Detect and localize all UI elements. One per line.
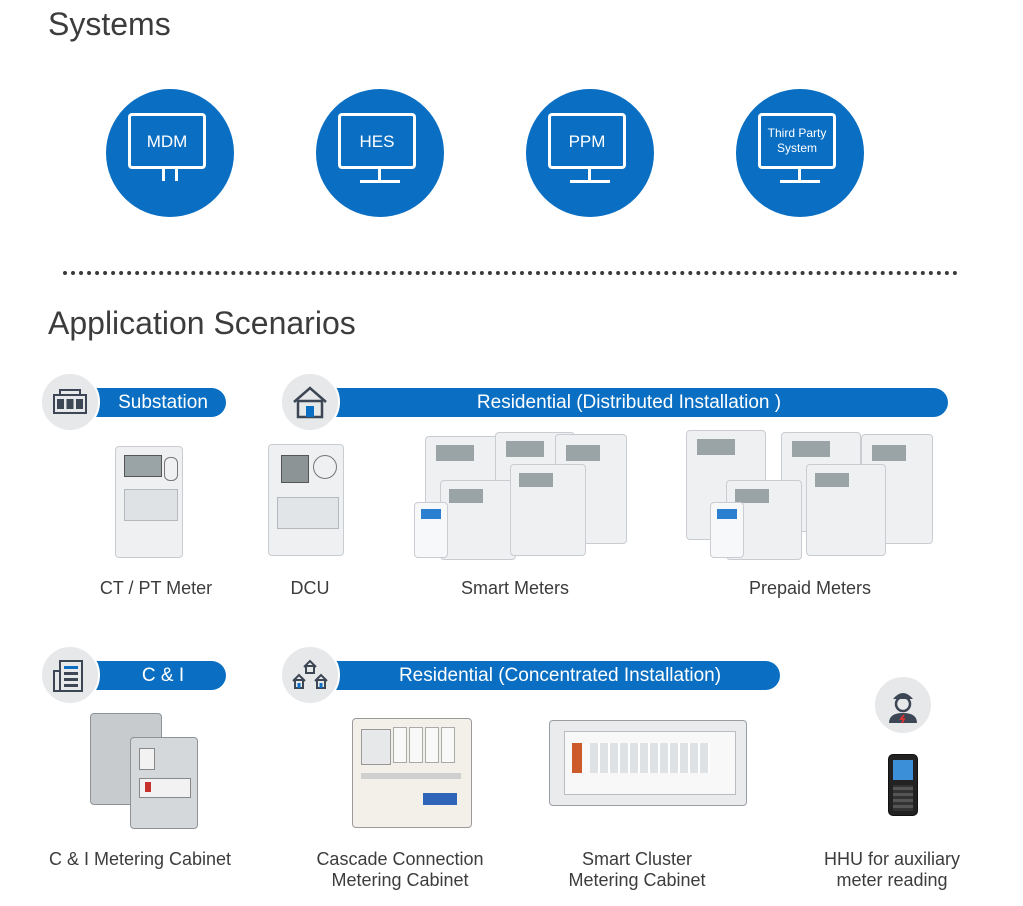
system-label-mdm: MDM: [146, 131, 188, 151]
label-ci-metering-cabinet: C & I Metering Cabinet: [48, 849, 232, 869]
dcu-image: [268, 444, 344, 556]
label-dcu: DCU: [290, 578, 330, 598]
label-ct-pt-meter: CT / PT Meter: [99, 578, 213, 598]
system-ppm: PPM: [526, 89, 654, 217]
smart-cluster-cabinet-image: [549, 720, 747, 806]
system-label-third-party: Third Party System: [767, 126, 827, 155]
label-cluster-line1: Smart Cluster: [581, 849, 693, 869]
prepaid-meters-image: [686, 430, 934, 562]
substation-icon: [40, 372, 100, 432]
label-cascade-line2: Metering Cabinet: [331, 870, 469, 890]
house-icon: [280, 372, 340, 432]
label-hhu-line1: HHU for auxiliary: [823, 849, 961, 869]
system-label-ppm: PPM: [568, 131, 606, 151]
system-mdm: MDM: [106, 89, 234, 217]
hhu-device-image: [888, 754, 918, 816]
system-hes: HES: [316, 89, 444, 217]
category-residential-distributed: Residential (Distributed Installation ): [310, 388, 948, 417]
building-icon: [40, 645, 100, 705]
monitor-icon: Third Party System: [758, 113, 836, 169]
system-label-hes: HES: [359, 131, 395, 151]
systems-title: Systems: [48, 6, 171, 42]
cascade-cabinet-image: [352, 718, 472, 828]
smart-meters-image: [400, 430, 628, 562]
label-hhu-line2: meter reading: [836, 870, 948, 890]
label-smart-meters: Smart Meters: [460, 578, 570, 598]
technician-icon: [873, 675, 933, 735]
houses-icon: [280, 645, 340, 705]
ci-cabinet-image: [90, 713, 200, 831]
category-residential-concentrated: Residential (Concentrated Installation): [310, 661, 780, 690]
monitor-icon: MDM: [128, 113, 206, 169]
label-cascade-line1: Cascade Connection: [316, 849, 484, 869]
monitor-icon: PPM: [548, 113, 626, 169]
label-prepaid-meters: Prepaid Meters: [748, 578, 872, 598]
system-third-party: Third Party System: [736, 89, 864, 217]
section-divider: [63, 271, 958, 275]
monitor-icon: HES: [338, 113, 416, 169]
ct-pt-meter-image: [115, 446, 183, 558]
label-cluster-line2: Metering Cabinet: [568, 870, 706, 890]
application-scenarios-title: Application Scenarios: [48, 305, 356, 341]
